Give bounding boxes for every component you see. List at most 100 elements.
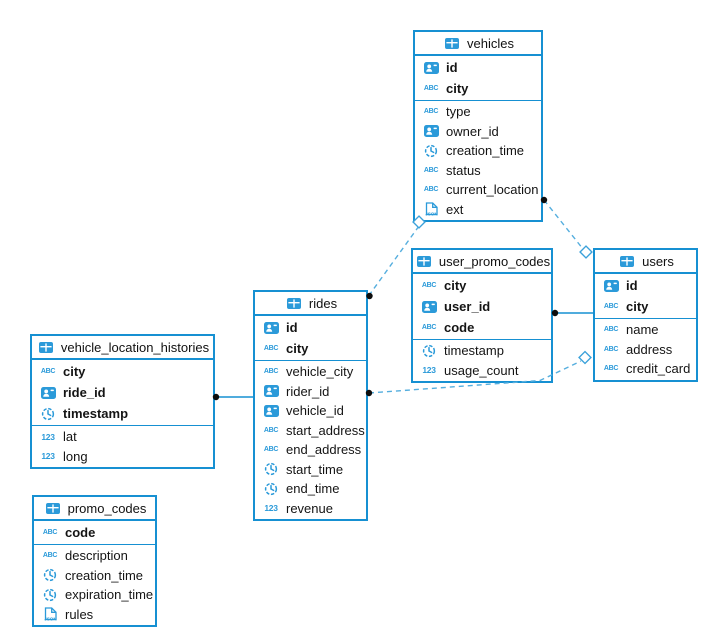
- column-name: expiration_time: [65, 587, 154, 603]
- time-type-icon: [419, 344, 439, 358]
- column-name: current_location: [446, 182, 539, 198]
- column-row[interactable]: rider_id: [255, 382, 366, 402]
- table-title: rides: [308, 295, 338, 311]
- table-header[interactable]: users: [595, 250, 696, 274]
- column-row[interactable]: ABC current_location: [415, 180, 541, 200]
- id-type-icon: [261, 404, 281, 417]
- time-type-icon: [40, 588, 60, 602]
- number-type-icon: 123: [41, 431, 55, 442]
- table-title: vehicles: [467, 35, 514, 51]
- column-name: revenue: [286, 500, 333, 516]
- column-row[interactable]: 123 revenue: [255, 499, 366, 519]
- text-type-icon: ABC: [423, 85, 439, 92]
- table-header[interactable]: vehicle_location_histories: [32, 336, 213, 360]
- column-row[interactable]: creation_time: [415, 141, 541, 161]
- id-type-icon: [601, 279, 621, 292]
- time-type-icon: [261, 482, 281, 496]
- column-name: end_address: [286, 442, 362, 458]
- id-type-icon: [38, 386, 58, 399]
- column-name: credit_card: [626, 361, 691, 377]
- table-icon: [442, 37, 462, 49]
- column-name: city: [626, 299, 649, 314]
- relation-user_promo_codes-users[interactable]: [551, 309, 593, 317]
- column-row[interactable]: ABC credit_card: [595, 359, 696, 379]
- column-row[interactable]: timestamp: [32, 403, 213, 424]
- many-diamond-marker: [578, 350, 592, 365]
- table-icon: [36, 341, 56, 353]
- column-row[interactable]: id: [255, 317, 366, 338]
- many-diamond-marker: [579, 245, 593, 259]
- column-row[interactable]: start_time: [255, 460, 366, 480]
- column-row[interactable]: creation_time: [34, 566, 155, 586]
- table-icon: [43, 502, 63, 514]
- relation-vehicle_location_histories-rides[interactable]: [212, 393, 253, 401]
- id-type-icon: [261, 385, 281, 398]
- column-row[interactable]: user_id: [413, 296, 551, 317]
- json-type-icon: JSON: [40, 607, 60, 621]
- column-name: code: [444, 320, 475, 335]
- column-name: vehicle_city: [286, 364, 354, 380]
- text-type-icon: ABC: [42, 552, 58, 560]
- column-row[interactable]: ride_id: [32, 382, 213, 403]
- column-name: vehicle_id: [286, 403, 344, 419]
- column-row[interactable]: timestamp: [413, 341, 551, 361]
- column-name: creation_time: [446, 143, 525, 159]
- number-type-icon: 123: [41, 451, 55, 462]
- table-title: vehicle_location_histories: [60, 339, 210, 355]
- table-header[interactable]: promo_codes: [34, 497, 155, 521]
- table-icon: [284, 297, 304, 309]
- column-row[interactable]: id: [415, 57, 541, 78]
- id-type-icon: [421, 61, 441, 74]
- column-name: timestamp: [444, 343, 504, 359]
- column-name: start_time: [286, 461, 344, 477]
- column-name: timestamp: [63, 406, 129, 421]
- column-row[interactable]: expiration_time: [34, 585, 155, 605]
- column-row[interactable]: id: [595, 275, 696, 296]
- column-name: owner_id: [446, 123, 499, 139]
- text-type-icon: ABC: [603, 365, 619, 373]
- column-name: address: [626, 341, 673, 357]
- table-header[interactable]: vehicles: [415, 32, 541, 56]
- number-type-icon: 123: [264, 503, 278, 514]
- table-title: users: [642, 253, 674, 269]
- column-row[interactable]: JSON rules: [34, 605, 155, 625]
- column-row[interactable]: vehicle_id: [255, 401, 366, 421]
- table-header[interactable]: user_promo_codes: [413, 250, 551, 274]
- column-name: rules: [65, 606, 94, 622]
- table-header[interactable]: rides: [255, 292, 366, 316]
- table-icon: [617, 255, 637, 267]
- svg-text:JSON: JSON: [44, 617, 57, 621]
- column-name: rider_id: [286, 383, 330, 399]
- text-type-icon: ABC: [423, 186, 439, 194]
- column-name: id: [446, 60, 458, 75]
- column-row[interactable]: end_time: [255, 479, 366, 499]
- column-name: end_time: [286, 481, 340, 497]
- column-row[interactable]: owner_id: [415, 122, 541, 142]
